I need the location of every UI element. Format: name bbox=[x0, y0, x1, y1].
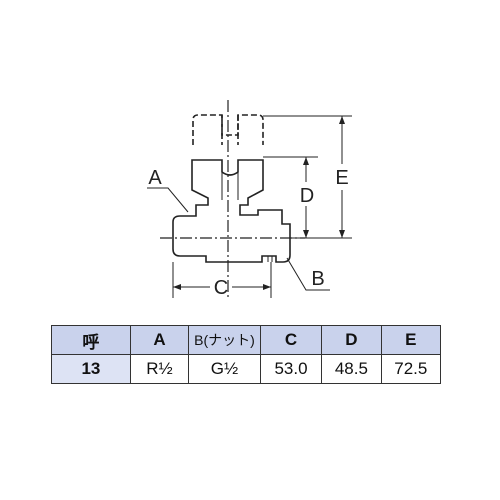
cell-e: 72.5 bbox=[380, 354, 442, 384]
cell-nominal: 13 bbox=[51, 354, 131, 384]
dimension-c: C bbox=[172, 262, 272, 299]
valve-dimension-drawing: C D E A B bbox=[147, 100, 352, 300]
valve-body-outline bbox=[172, 159, 291, 263]
cell-c: 53.0 bbox=[259, 354, 323, 384]
cell-d: 48.5 bbox=[321, 354, 382, 384]
label-e: E bbox=[335, 167, 348, 189]
leader-a: A bbox=[147, 167, 189, 213]
label-b: B bbox=[311, 268, 324, 290]
cell-a: R½ bbox=[129, 354, 190, 384]
header-nominal: 呼 bbox=[51, 325, 131, 355]
spec-table-row: 13 R½ G½ 53.0 48.5 72.5 bbox=[51, 354, 442, 384]
header-e: E bbox=[380, 325, 442, 355]
header-d: D bbox=[321, 325, 382, 355]
cell-b: G½ bbox=[188, 354, 261, 384]
label-d: D bbox=[300, 185, 314, 207]
header-a: A bbox=[129, 325, 190, 355]
header-b-nut: B(ナット) bbox=[188, 325, 261, 355]
label-a: A bbox=[148, 167, 162, 189]
label-c: C bbox=[214, 277, 228, 299]
spec-table: 呼 A B(ナット) C D E 13 R½ G½ 53.0 48.5 72.5 bbox=[51, 325, 442, 384]
spec-table-header-row: 呼 A B(ナット) C D E bbox=[51, 325, 442, 355]
leader-b: B bbox=[286, 257, 330, 291]
dimension-e: E bbox=[263, 115, 352, 239]
center-lines bbox=[160, 100, 305, 300]
header-c: C bbox=[259, 325, 323, 355]
handle-outline-dashed bbox=[192, 114, 264, 145]
